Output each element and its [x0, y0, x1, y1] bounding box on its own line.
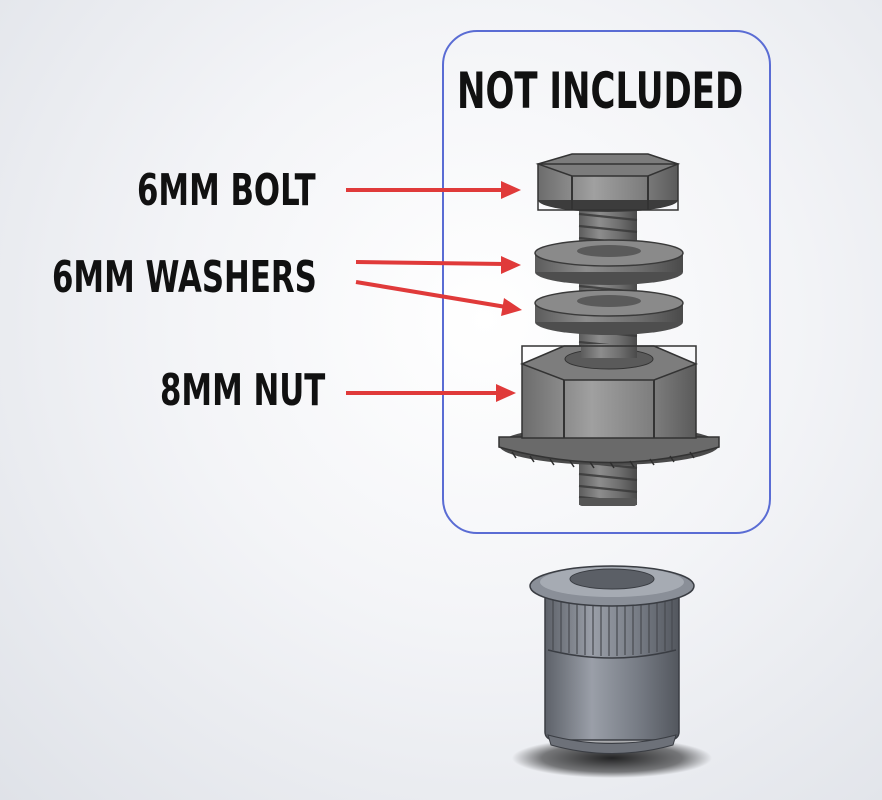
nut-label: 8MM NUT [160, 365, 326, 416]
washer-top [534, 239, 684, 285]
not-included-box [442, 30, 771, 534]
not-included-title: NOT INCLUDED [457, 62, 744, 120]
arrow-nut [346, 384, 516, 402]
rivet-nut [512, 565, 712, 778]
washers-label: 6MM WASHERS [52, 252, 317, 303]
washer-bottom [534, 289, 684, 335]
arrow-washer-bottom [355, 280, 522, 316]
bolt-head [535, 153, 681, 212]
bolt-label: 6MM BOLT [137, 165, 316, 216]
arrow-washer-top [355, 256, 521, 274]
flange-nut [498, 344, 720, 469]
arrow-bolt [346, 181, 521, 199]
